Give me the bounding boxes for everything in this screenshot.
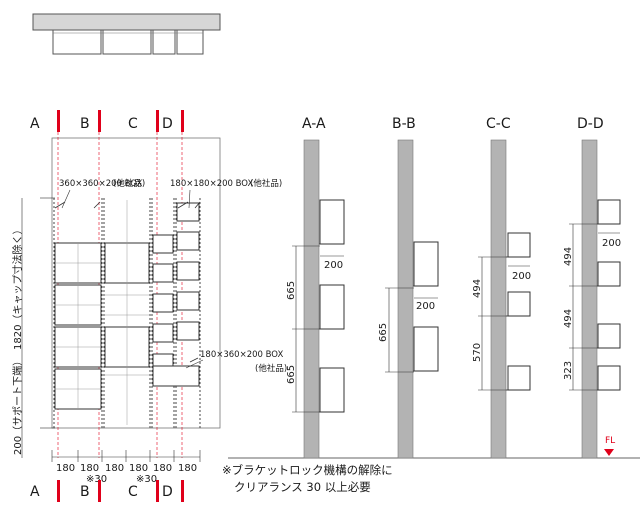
elevation-view: 360×360×200 BOX (他社品) 180×180×200 BOX (他… [11,132,287,485]
label-box-top-left: 360×360×200 BOX [59,179,142,189]
dim-bottom-5: 180 [153,463,172,474]
marker-b-top-line [98,110,101,132]
dim-bottom-2: 180 [80,463,99,474]
marker-b-top: B [80,116,90,132]
label-box-mid-right: 180×360×200 BOX [200,350,283,360]
marker-b-bottom: B [80,484,90,500]
label-box-top-right: 180×180×200 BOX [170,179,253,189]
note-line-2: クリアランス 30 以上必要 [234,480,371,494]
dim-aa-1: 665 [286,281,297,300]
label-overall-height: 1820（キャップ寸法除く） [11,225,24,350]
marker-c-bottom-line [156,480,159,502]
marker-b-bottom-line [98,480,101,502]
marker-d-bottom: D [162,484,173,500]
label-box-top-right-sub: (他社品) [250,178,282,189]
dim-dd-2: 494 [563,309,574,328]
dim-cc-1: 494 [472,279,483,298]
marker-c-top: C [128,116,138,132]
title-cc: C-C [486,116,511,132]
dim-bottom-4: 180 [129,463,148,474]
marker-a-bottom: A [30,484,40,500]
clearance-mark-1: ※30 [86,474,107,485]
plan-view [32,13,221,55]
note-line-1: ※ブラケットロック機構の解除に [222,463,393,477]
floor-level-marker: FL [604,436,615,456]
section-markers-top: A B C D [30,110,184,132]
dim-bottom-1: 180 [56,463,75,474]
section-aa: A-A 665 665 200 [286,116,345,459]
title-dd: D-D [577,116,604,132]
floor-level-label: FL [605,436,615,446]
marker-a-top-line [57,110,60,132]
marker-d-top: D [162,116,173,132]
marker-d-top-line [181,110,184,132]
dim-bottom-3: 180 [105,463,124,474]
marker-a-top: A [30,116,40,132]
marker-c-top-line [156,110,159,132]
section-cc: C-C 494 570 200 [472,116,531,459]
depth-bb: 200 [416,301,435,312]
clearance-mark-2: ※30 [136,474,157,485]
marker-c-bottom: C [128,484,138,500]
dim-dd-1: 494 [563,247,574,266]
title-aa: A-A [302,116,326,132]
marker-d-bottom-line [181,480,184,502]
label-box-mid-right-sub: (他社品) [255,363,287,374]
depth-cc: 200 [512,271,531,282]
depth-aa: 200 [324,260,343,271]
label-box-top-left-sub: (他社品) [113,178,145,189]
marker-a-bottom-line [57,480,60,502]
dim-bottom-6: 180 [178,463,197,474]
title-bb: B-B [392,116,416,132]
dim-dd-3: 323 [563,361,574,380]
section-bb: B-B 665 200 [378,116,439,459]
dim-aa-2: 665 [286,365,297,384]
depth-dd: 200 [602,238,621,249]
dim-cc-2: 570 [472,343,483,362]
clearance-note: ※ブラケットロック機構の解除に クリアランス 30 以上必要 [222,463,393,494]
dim-bb-1: 665 [378,323,389,342]
label-support-height: 200（サポート下端） [11,356,24,455]
section-dd: D-D 494 494 323 200 [563,116,621,459]
floor-level-arrow [604,449,614,456]
section-markers-bottom: A B C D [30,480,184,502]
